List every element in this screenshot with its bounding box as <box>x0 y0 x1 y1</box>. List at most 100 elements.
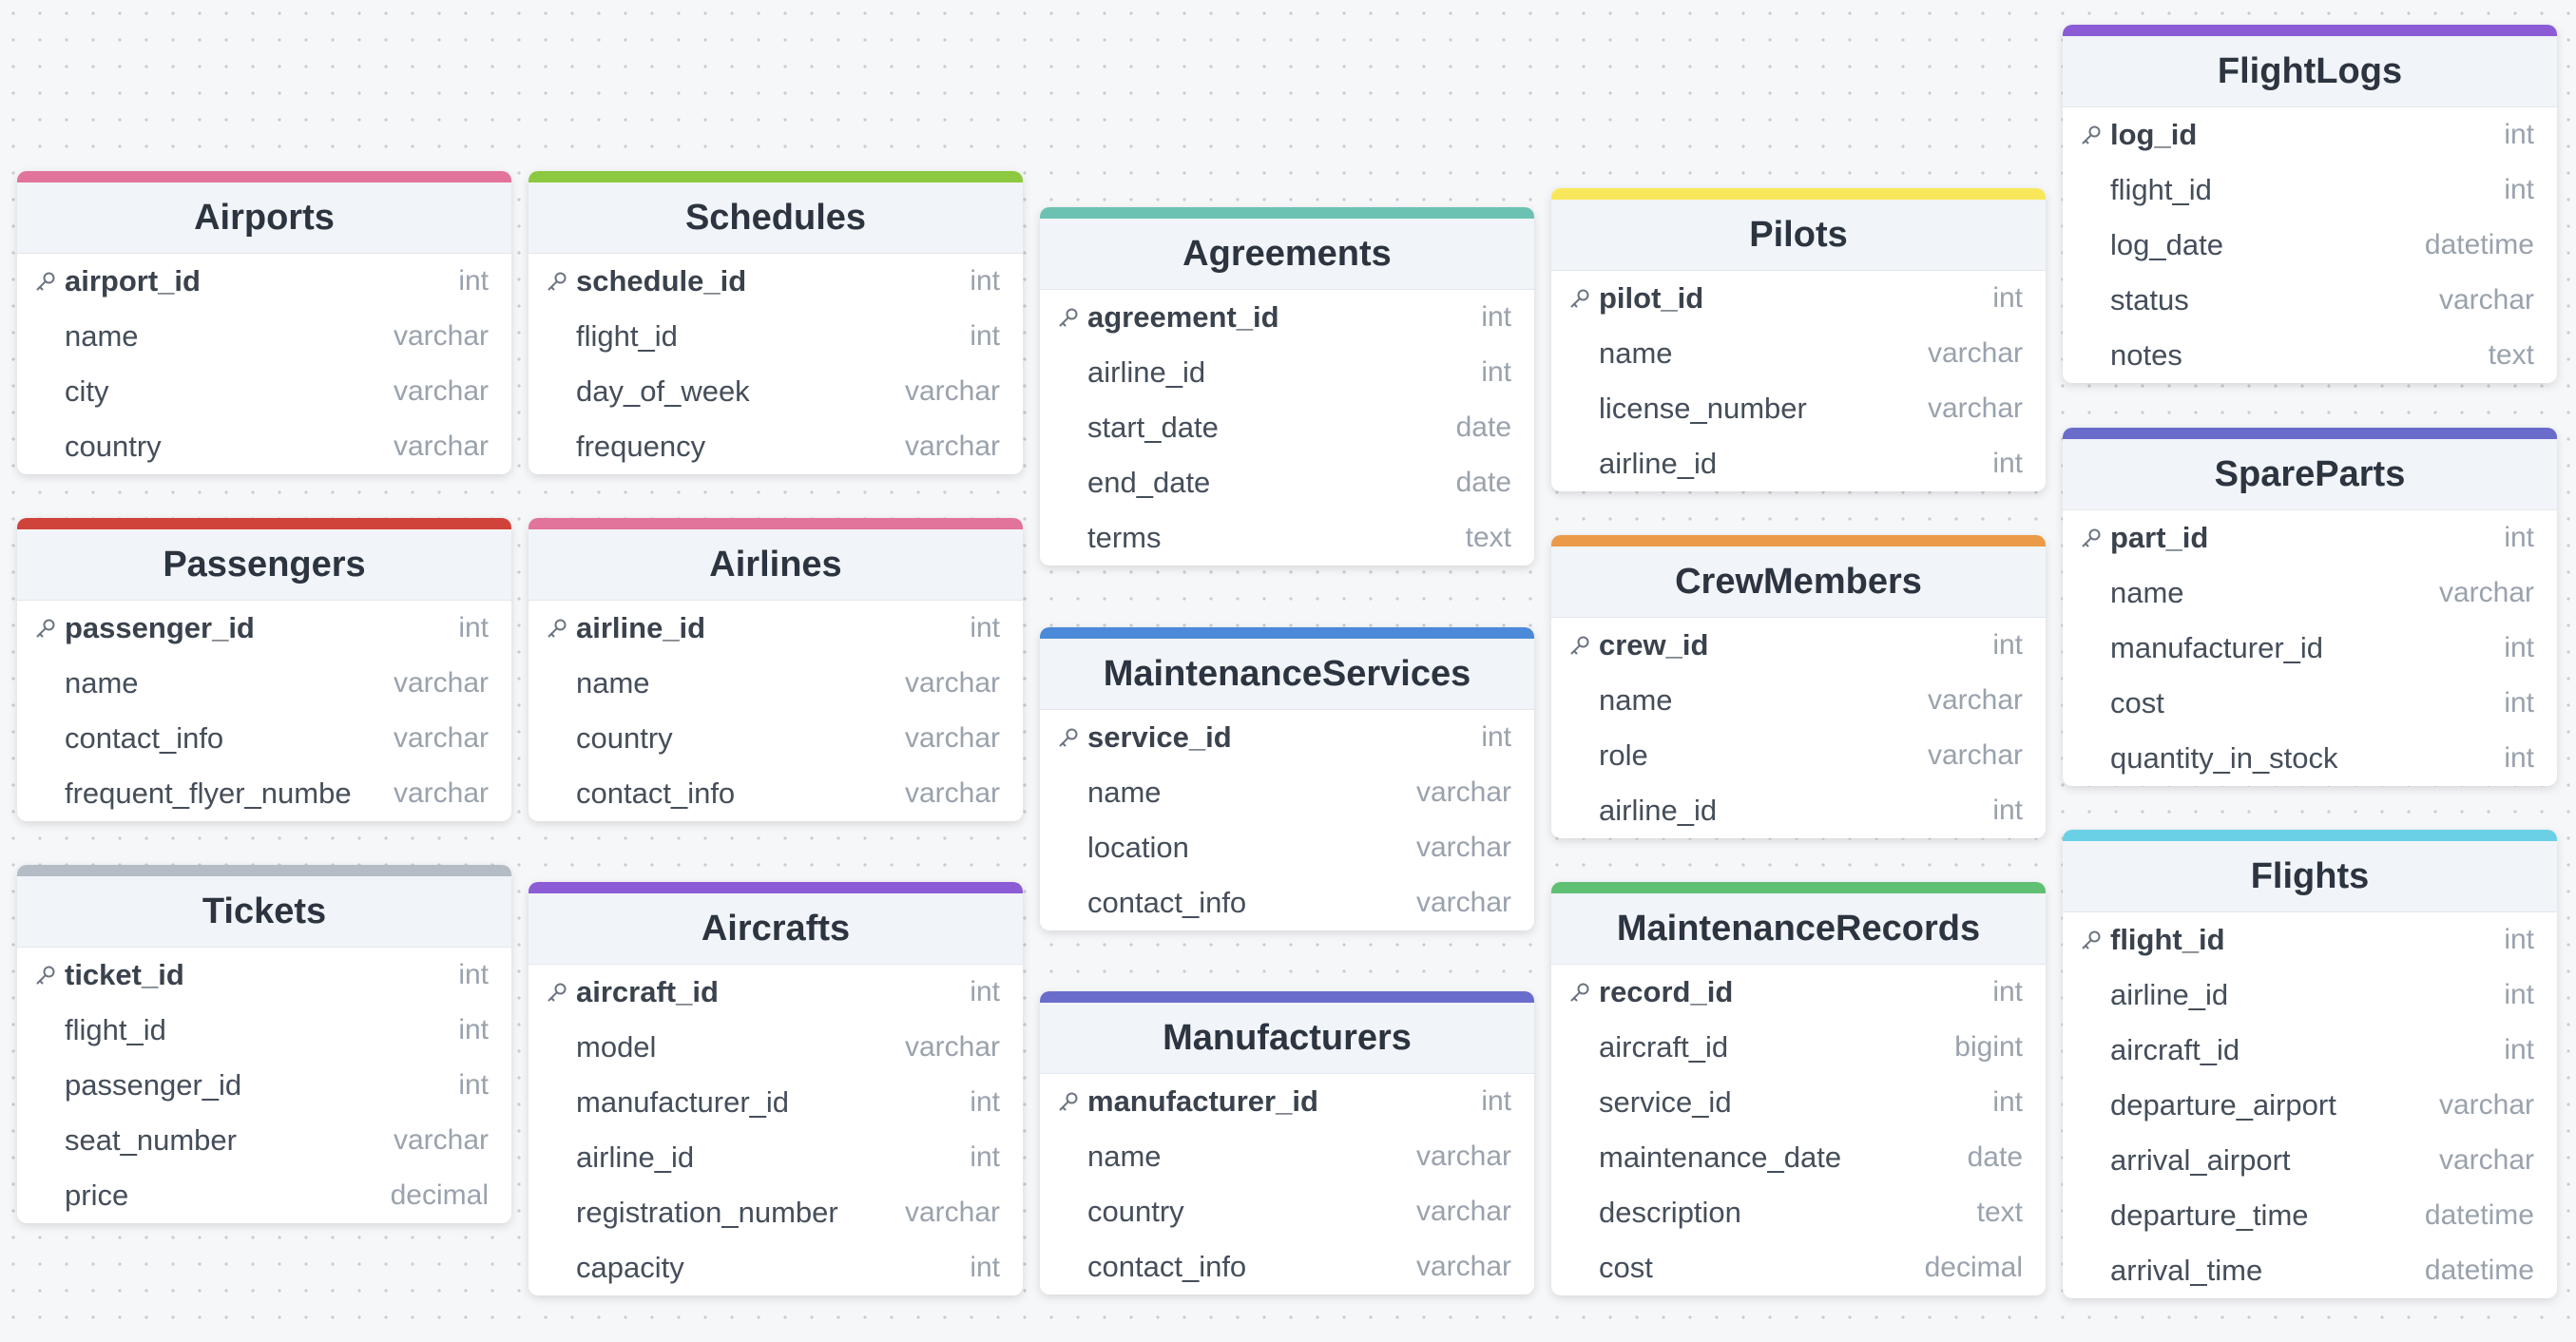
table-header[interactable]: CrewMembers <box>1551 546 2046 618</box>
table-header[interactable]: MaintenanceServices <box>1040 639 1534 710</box>
table-header[interactable]: Agreements <box>1040 219 1534 290</box>
table-header[interactable]: Tickets <box>17 876 511 948</box>
table-header[interactable]: SpareParts <box>2063 439 2557 510</box>
table-header[interactable]: Schedules <box>529 182 1023 254</box>
table-header[interactable]: MaintenanceRecords <box>1551 893 2046 965</box>
table-header[interactable]: Airlines <box>529 529 1023 601</box>
table-header[interactable]: Flights <box>2063 841 2557 912</box>
table-header[interactable]: Aircrafts <box>529 893 1023 965</box>
table-header[interactable]: FlightLogs <box>2063 36 2557 107</box>
table-header[interactable]: Manufacturers <box>1040 1003 1534 1074</box>
table-header[interactable]: Pilots <box>1551 200 2046 271</box>
table-header[interactable]: Airports <box>17 182 511 254</box>
table-header[interactable]: Passengers <box>17 529 511 601</box>
